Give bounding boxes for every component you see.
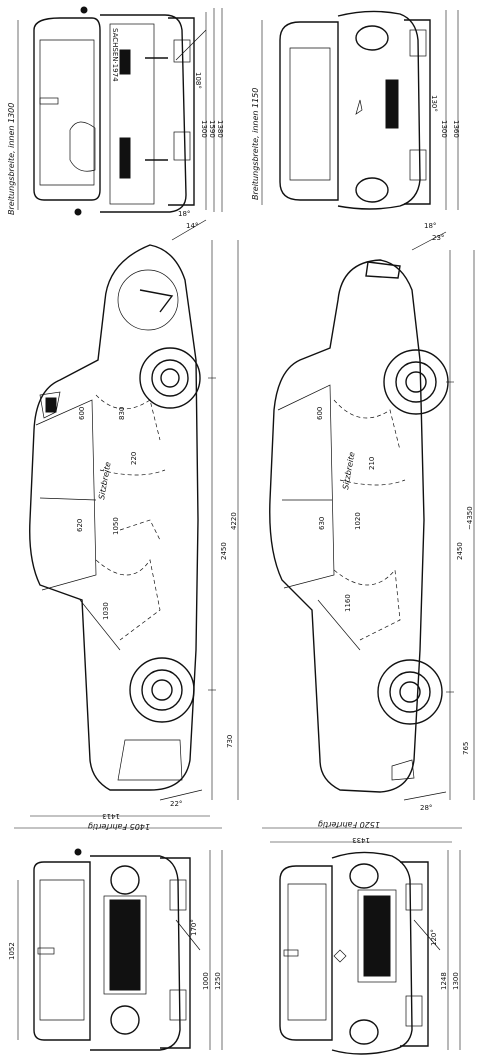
left-side-label-620: 620 <box>76 519 84 532</box>
right-rear-dim-1: 1300 <box>440 120 448 138</box>
left-front-dim-2: 1250 <box>214 972 222 990</box>
right-front-dim-top: 1433 <box>352 836 370 844</box>
right-side-label-210: 210 <box>368 457 376 470</box>
left-side-dim-length: 4220 <box>230 512 238 530</box>
left-side-angle-top-2: 14° <box>186 222 198 230</box>
right-rear-view: Breitungsbreite, innen 1150 1300 1360 13… <box>251 10 460 210</box>
left-rear-dim-2: 1590 <box>208 120 216 138</box>
right-side-label-630: 630 <box>318 517 326 530</box>
left-rear-view: Breitungsbreite, innen 1300 SACHSEN·1974… <box>7 6 224 216</box>
right-side-label-1020: 1020 <box>354 512 362 530</box>
left-side-label-1030: 1030 <box>102 602 110 620</box>
right-side-angle-top-1: 18° <box>424 222 436 230</box>
left-side-view: Sitzbreite 1030 1050 220 620 600 830 18°… <box>29 210 239 808</box>
left-front-angle: 170° <box>190 919 198 936</box>
right-side-angle-top-2: 23° <box>432 234 444 242</box>
right-side-dim-overhang: 765 <box>462 742 470 755</box>
right-side-dim-length: ~4350 <box>466 506 474 530</box>
left-front-view: 1413 1405 Fahrfertig 1052 170° 1000 1250 <box>8 812 223 1051</box>
left-front-dim-top: 1413 <box>102 812 120 820</box>
left-front-dim-1: 1000 <box>202 972 210 990</box>
left-side-label-1050: 1050 <box>112 517 120 535</box>
right-side-label-600: 600 <box>316 407 324 420</box>
right-front-angle: 120° <box>430 929 438 946</box>
left-rear-angle: 108° <box>194 72 202 89</box>
right-side-dim-wheelbase: 2450 <box>456 542 464 560</box>
right-rear-dim-2: 1360 <box>452 120 460 138</box>
right-rear-angle: 130° <box>430 95 438 112</box>
left-side-dim-overhang: 730 <box>226 735 234 748</box>
right-side-label-1160: 1160 <box>344 594 352 612</box>
left-front-vertical-dim: 1052 <box>8 942 16 960</box>
left-rear-vertical-caption: Breitungsbreite, innen 1300 <box>7 103 16 215</box>
left-side-label-220: 220 <box>130 452 138 465</box>
left-side-seat-label: Sitzbreite <box>97 461 113 500</box>
left-side-angle-top-1: 18° <box>178 210 190 218</box>
left-side-dim-wheelbase: 2450 <box>220 542 228 560</box>
right-side-view: Sitzbreite 210 1160 1020 600 630 18° 23°… <box>269 222 475 812</box>
rear-plate-text: SACHSEN·1974 <box>111 28 119 82</box>
left-rear-dim-3: 1380 <box>216 120 224 138</box>
right-front-caption: 1520 Fahrfertig <box>318 820 380 829</box>
left-side-label-600: 600 <box>78 407 86 420</box>
right-front-dim-2: 1300 <box>452 972 460 990</box>
left-rear-dim-1: 1300 <box>200 120 208 138</box>
left-side-angle-bottom: 22° <box>170 800 182 808</box>
right-front-view: 1520 Fahrfertig 1433 120° 1248 1300 <box>262 820 462 1055</box>
right-front-dim-1: 1248 <box>440 972 448 990</box>
right-side-angle-bottom: 28° <box>420 804 432 812</box>
right-rear-vertical-caption: Breitungsbreite, innen 1150 <box>251 88 260 200</box>
left-side-label-830: 830 <box>118 407 126 420</box>
right-side-seat-label: Sitzbreite <box>341 451 357 490</box>
left-front-caption: 1405 Fahrfertig <box>88 822 150 831</box>
